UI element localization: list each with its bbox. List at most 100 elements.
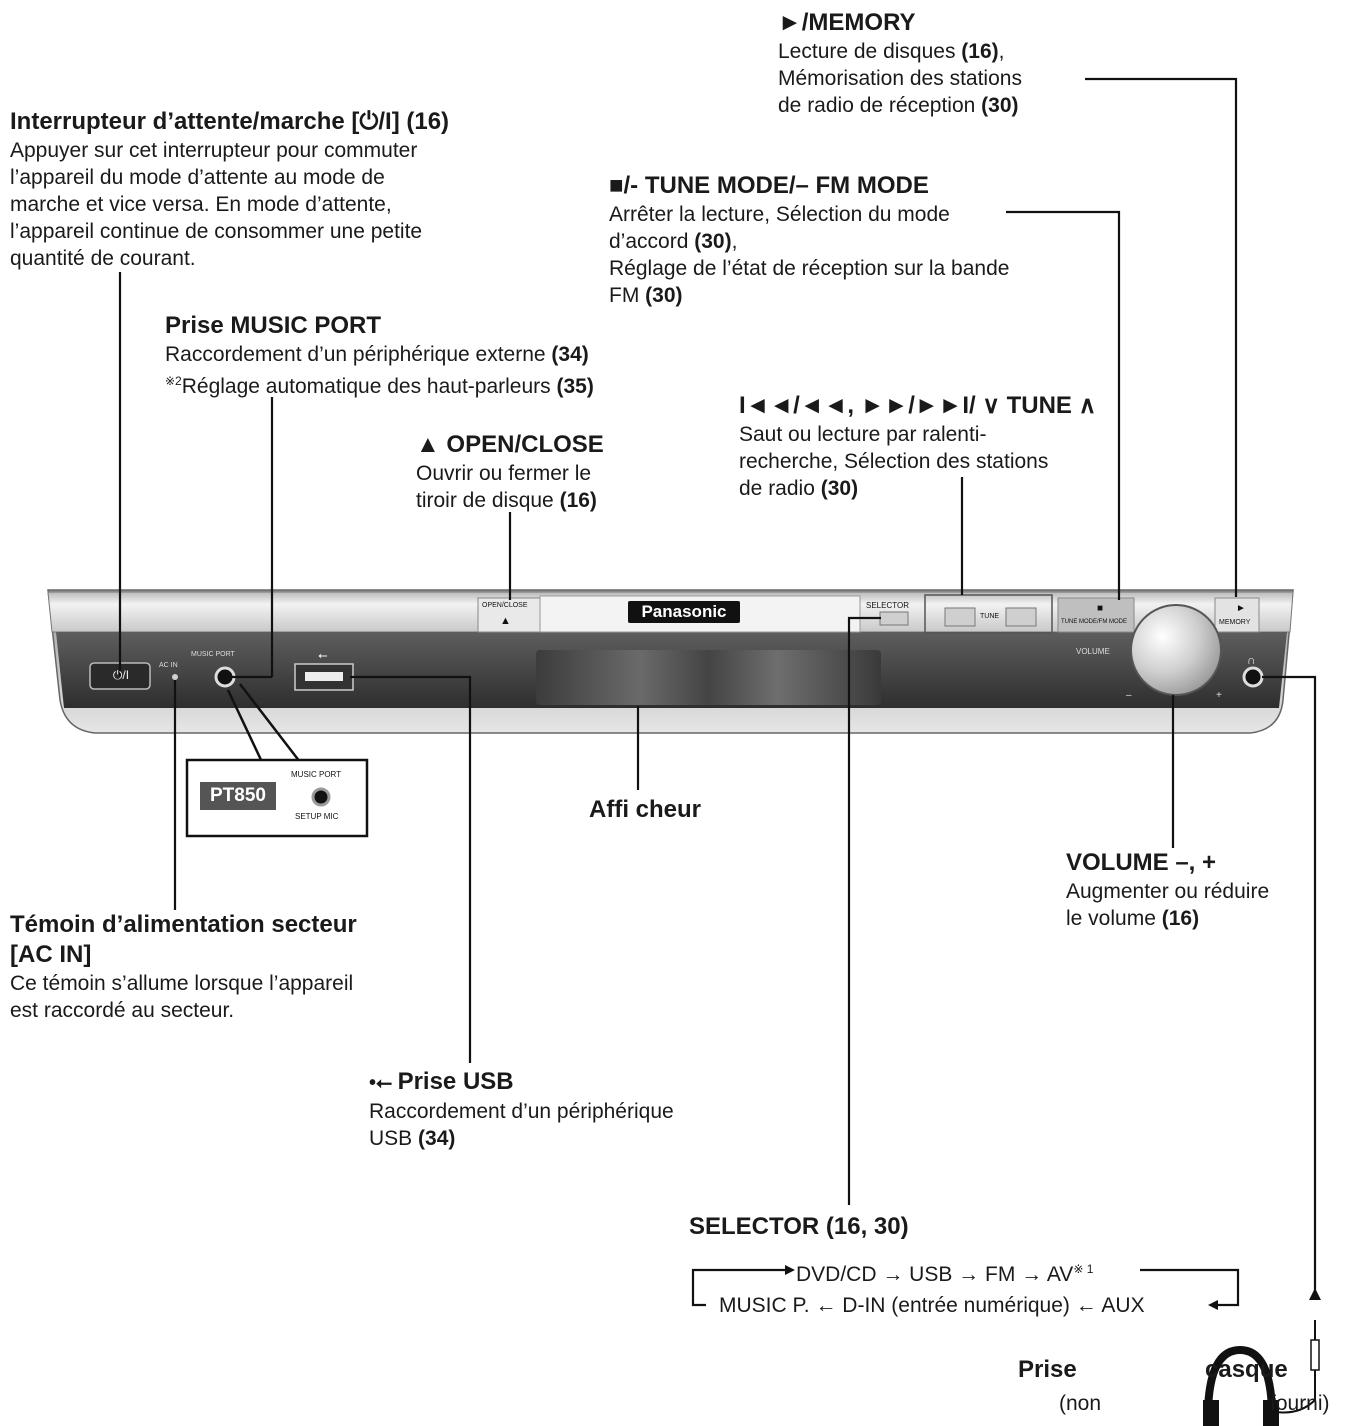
memory-line-3: de radio de réception — [778, 94, 982, 117]
skip-forward-button — [1005, 607, 1037, 627]
skip-tune-callout: I◄◄/◄◄, ►►/►►I/ ∨ TUNE ∧ Saut ou lecture… — [739, 391, 1096, 502]
stop-tune-line-4: FM — [609, 284, 646, 307]
stop-label: TUNE MODE/FM MODE — [1061, 619, 1127, 625]
usb-line-1: Raccordement d’un périphérique — [369, 1100, 674, 1123]
skip-tune-ref-3: (30) — [820, 477, 859, 500]
selector-button — [879, 611, 909, 626]
headphone-jack — [1242, 666, 1264, 688]
usb-line-2: USB — [369, 1127, 419, 1150]
ac-in-title-2: [AC IN] — [10, 941, 92, 968]
music-port-title: Prise MUSIC PORT — [165, 312, 382, 339]
stop-tune-ref-4: (30) — [645, 284, 683, 307]
standby-line-4: l’appareil continue de consommer une pet… — [10, 220, 423, 243]
open-close-callout: ▲ OPEN/CLOSE Ouvrir ou fermer le tiroir … — [416, 430, 604, 514]
stop-tune-line-2: d’accord — [609, 230, 695, 253]
headphone-label-non: (non — [1059, 1392, 1102, 1415]
memory-callout: ►/MEMORY Lecture de disques (16), Mémori… — [778, 8, 1022, 119]
standby-line-2: l’appareil du mode d’attente au mode de — [10, 166, 385, 189]
open-close-line-1: Ouvrir ou fermer le — [416, 462, 592, 485]
open-close-label: OPEN/CLOSE — [482, 602, 528, 609]
volume-label: VOLUME — [1076, 647, 1110, 656]
headphone-label-casque: casque — [1205, 1356, 1288, 1383]
volume-line-1: Augmenter ou réduire — [1066, 880, 1270, 903]
ac-in-callout: Témoin d’alimentation secteur [AC IN] Ce… — [10, 910, 357, 1024]
memory-line-2: Mémorisation des stations — [778, 67, 1022, 90]
ac-in-line-1: Ce témoin s’allume lorsque l’appareil — [10, 972, 354, 995]
music-port-ref-1: (34) — [551, 343, 589, 366]
open-close-ref: (16) — [559, 489, 597, 512]
inset-mic-label: SETUP MIC — [295, 812, 339, 821]
stop-tune-title: ■/- TUNE MODE/– FM MODE — [609, 172, 929, 199]
memory-ref-3: (30) — [981, 94, 1019, 117]
volume-title: VOLUME –, + — [1066, 849, 1217, 876]
music-port-line-1: Raccordement d’un périphérique externe — [165, 343, 552, 366]
selector-row-1-text: DVD/CD → USB → FM → AV — [796, 1263, 1074, 1286]
power-button-label[interactable]: ⏻/I — [112, 668, 130, 682]
pt850-badge — [200, 782, 276, 810]
ac-in-label: AC IN — [159, 662, 178, 669]
standby-switch-title: Interrupteur d’attente/marche [⏻/I] (16) — [10, 108, 450, 135]
stop-tune-callout: ■/- TUNE MODE/– FM MODE Arrêter la lectu… — [609, 171, 1009, 309]
music-port-note: ※2 — [165, 374, 182, 388]
inset-port-label: MUSIC PORT — [291, 770, 342, 779]
skip-tune-title: I◄◄/◄◄, ►►/►►I/ ∨ TUNE ∧ — [739, 392, 1097, 419]
inset-model-label: PT850 — [210, 785, 266, 806]
selector-row-1-note: ※ 1 — [1073, 1262, 1094, 1276]
ac-in-title-1: Témoin d’alimentation secteur — [10, 911, 357, 938]
usb-title-icon: •⭠ — [369, 1072, 398, 1094]
selector-row-2-text: MUSIC P. ← D-IN (entrée numérique) ← AUX — [719, 1294, 1145, 1317]
usb-ref: (34) — [418, 1127, 456, 1150]
ac-in-indicator-led — [172, 674, 178, 680]
standby-line-3: marche et vice versa. En mode d’attente, — [10, 193, 392, 216]
usb-callout: •⭠ Prise USB Raccordement d’un périphéri… — [369, 1067, 674, 1152]
selector-cycle-row-1: DVD/CD → USB → FM → AV※ 1 — [796, 1256, 1093, 1288]
display-window — [536, 650, 881, 705]
memory-title: ►/MEMORY — [778, 9, 916, 36]
stop-tune-line-2-end: , — [731, 230, 738, 253]
inset-music-port-jack — [311, 787, 331, 807]
volume-minus-label: – — [1126, 690, 1132, 701]
memory-ref-1: (16) — [961, 40, 999, 63]
open-close-line-2: tiroir de disque — [416, 489, 560, 512]
skip-back-button — [944, 607, 976, 627]
play-symbol-icon: ► — [1236, 603, 1246, 614]
headphone-symbol-icon: ∩ — [1247, 653, 1256, 667]
volume-ref: (16) — [1161, 907, 1200, 930]
memory-label: MEMORY — [1219, 619, 1251, 626]
display-callout: Affi cheur — [589, 795, 701, 825]
volume-callout: VOLUME –, + Augmenter ou réduire le volu… — [1066, 848, 1269, 932]
memory-line-1: Lecture de disques — [778, 40, 962, 63]
volume-line-2: le volume — [1066, 907, 1162, 930]
music-port-label: MUSIC PORT — [191, 651, 235, 658]
skip-tune-line-2: recherche, Sélection des stations — [739, 450, 1049, 473]
selector-callout: SELECTOR (16, 30) — [689, 1212, 909, 1242]
skip-tune-line-3: de radio — [739, 477, 821, 500]
standby-switch-callout: Interrupteur d’attente/marche [⏻/I] (16)… — [10, 107, 449, 272]
usb-symbol-icon: ⭠ — [318, 648, 328, 662]
usb-title: Prise USB — [397, 1068, 514, 1095]
callout-lines — [118, 77, 1317, 1307]
memory-line-1-end: , — [998, 40, 1005, 63]
volume-knob — [1130, 604, 1222, 696]
music-port-line-2: Réglage automatique des haut-parleurs — [181, 375, 557, 398]
display-title: Affi cheur — [589, 796, 702, 823]
stop-symbol-icon: ■ — [1097, 603, 1103, 614]
selector-label: SELECTOR — [866, 601, 909, 610]
selector-cycle-row-2: MUSIC P. ← D-IN (entrée numérique) ← AUX — [719, 1292, 1145, 1319]
tune-label: TUNE — [980, 613, 1000, 620]
standby-line-1: Appuyer sur cet interrupteur pour commut… — [10, 139, 418, 162]
headphone-label-fourni: fourni) — [1270, 1392, 1330, 1415]
stop-tune-line-1: Arrêter la lecture, Sélection du mode — [609, 203, 950, 226]
stop-tune-line-3: Réglage de l’état de réception sur la ba… — [609, 257, 1010, 280]
music-port-callout: Prise MUSIC PORT Raccordement d’un périp… — [165, 311, 594, 400]
music-port-jack — [214, 666, 236, 688]
eject-symbol-icon: ▲ — [500, 615, 511, 627]
music-port-ref-2: (35) — [556, 375, 594, 398]
headphones-icon — [1203, 1320, 1320, 1426]
skip-tune-line-1: Saut ou lecture par ralenti- — [739, 423, 987, 446]
open-close-title: ▲ OPEN/CLOSE — [416, 431, 604, 458]
volume-plus-label: + — [1216, 690, 1222, 701]
headphone-label-prise: Prise — [1018, 1356, 1077, 1383]
ac-in-line-2: est raccordé au secteur. — [10, 999, 235, 1022]
selector-title: SELECTOR (16, 30) — [689, 1213, 909, 1240]
